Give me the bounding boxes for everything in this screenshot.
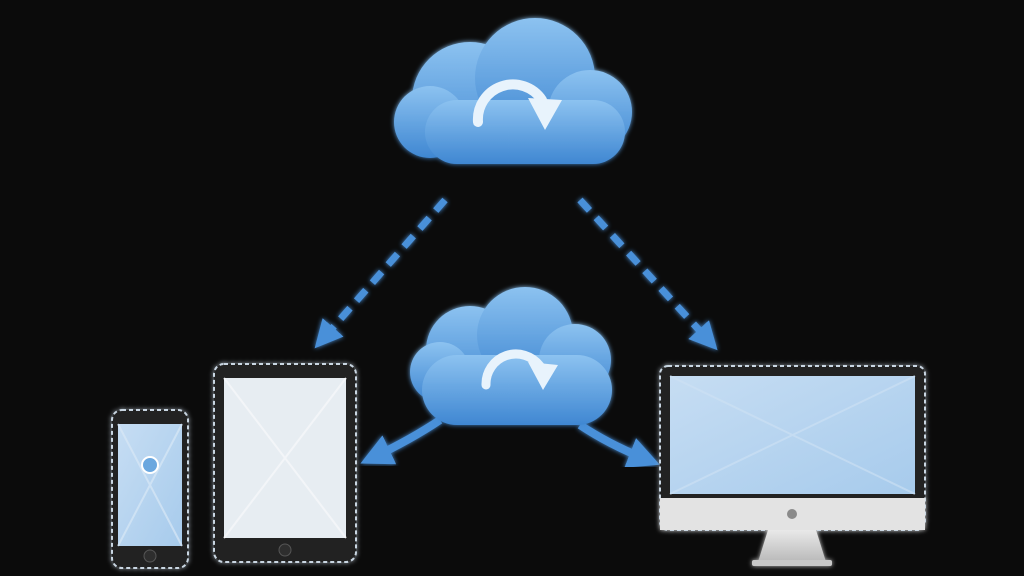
- tablet-home-button: [278, 543, 292, 557]
- phone-app-icon: [141, 456, 159, 474]
- cloud-sync-icon: [394, 18, 632, 164]
- phone-home-button: [143, 549, 157, 563]
- apple-logo-icon: [787, 509, 797, 519]
- smartphone: [111, 409, 189, 569]
- arrow-center-cloud-to-desktop: [577, 421, 660, 468]
- center-cloud: [410, 287, 612, 425]
- arrow-top-cloud-to-desktop: [577, 197, 718, 351]
- arrow-center-cloud-to-tablet: [360, 416, 443, 465]
- top-cloud: [394, 18, 632, 164]
- desktop-computer: [659, 365, 926, 566]
- sync-arrow-icon: [481, 349, 545, 390]
- monitor-stand: [758, 530, 826, 562]
- arrow-top-cloud-to-tablet: [314, 197, 448, 349]
- connector-arrows: [314, 169, 718, 468]
- tablet: [213, 363, 357, 563]
- cloud-sync-icon: [410, 287, 612, 425]
- sync-arrow-icon: [472, 79, 547, 127]
